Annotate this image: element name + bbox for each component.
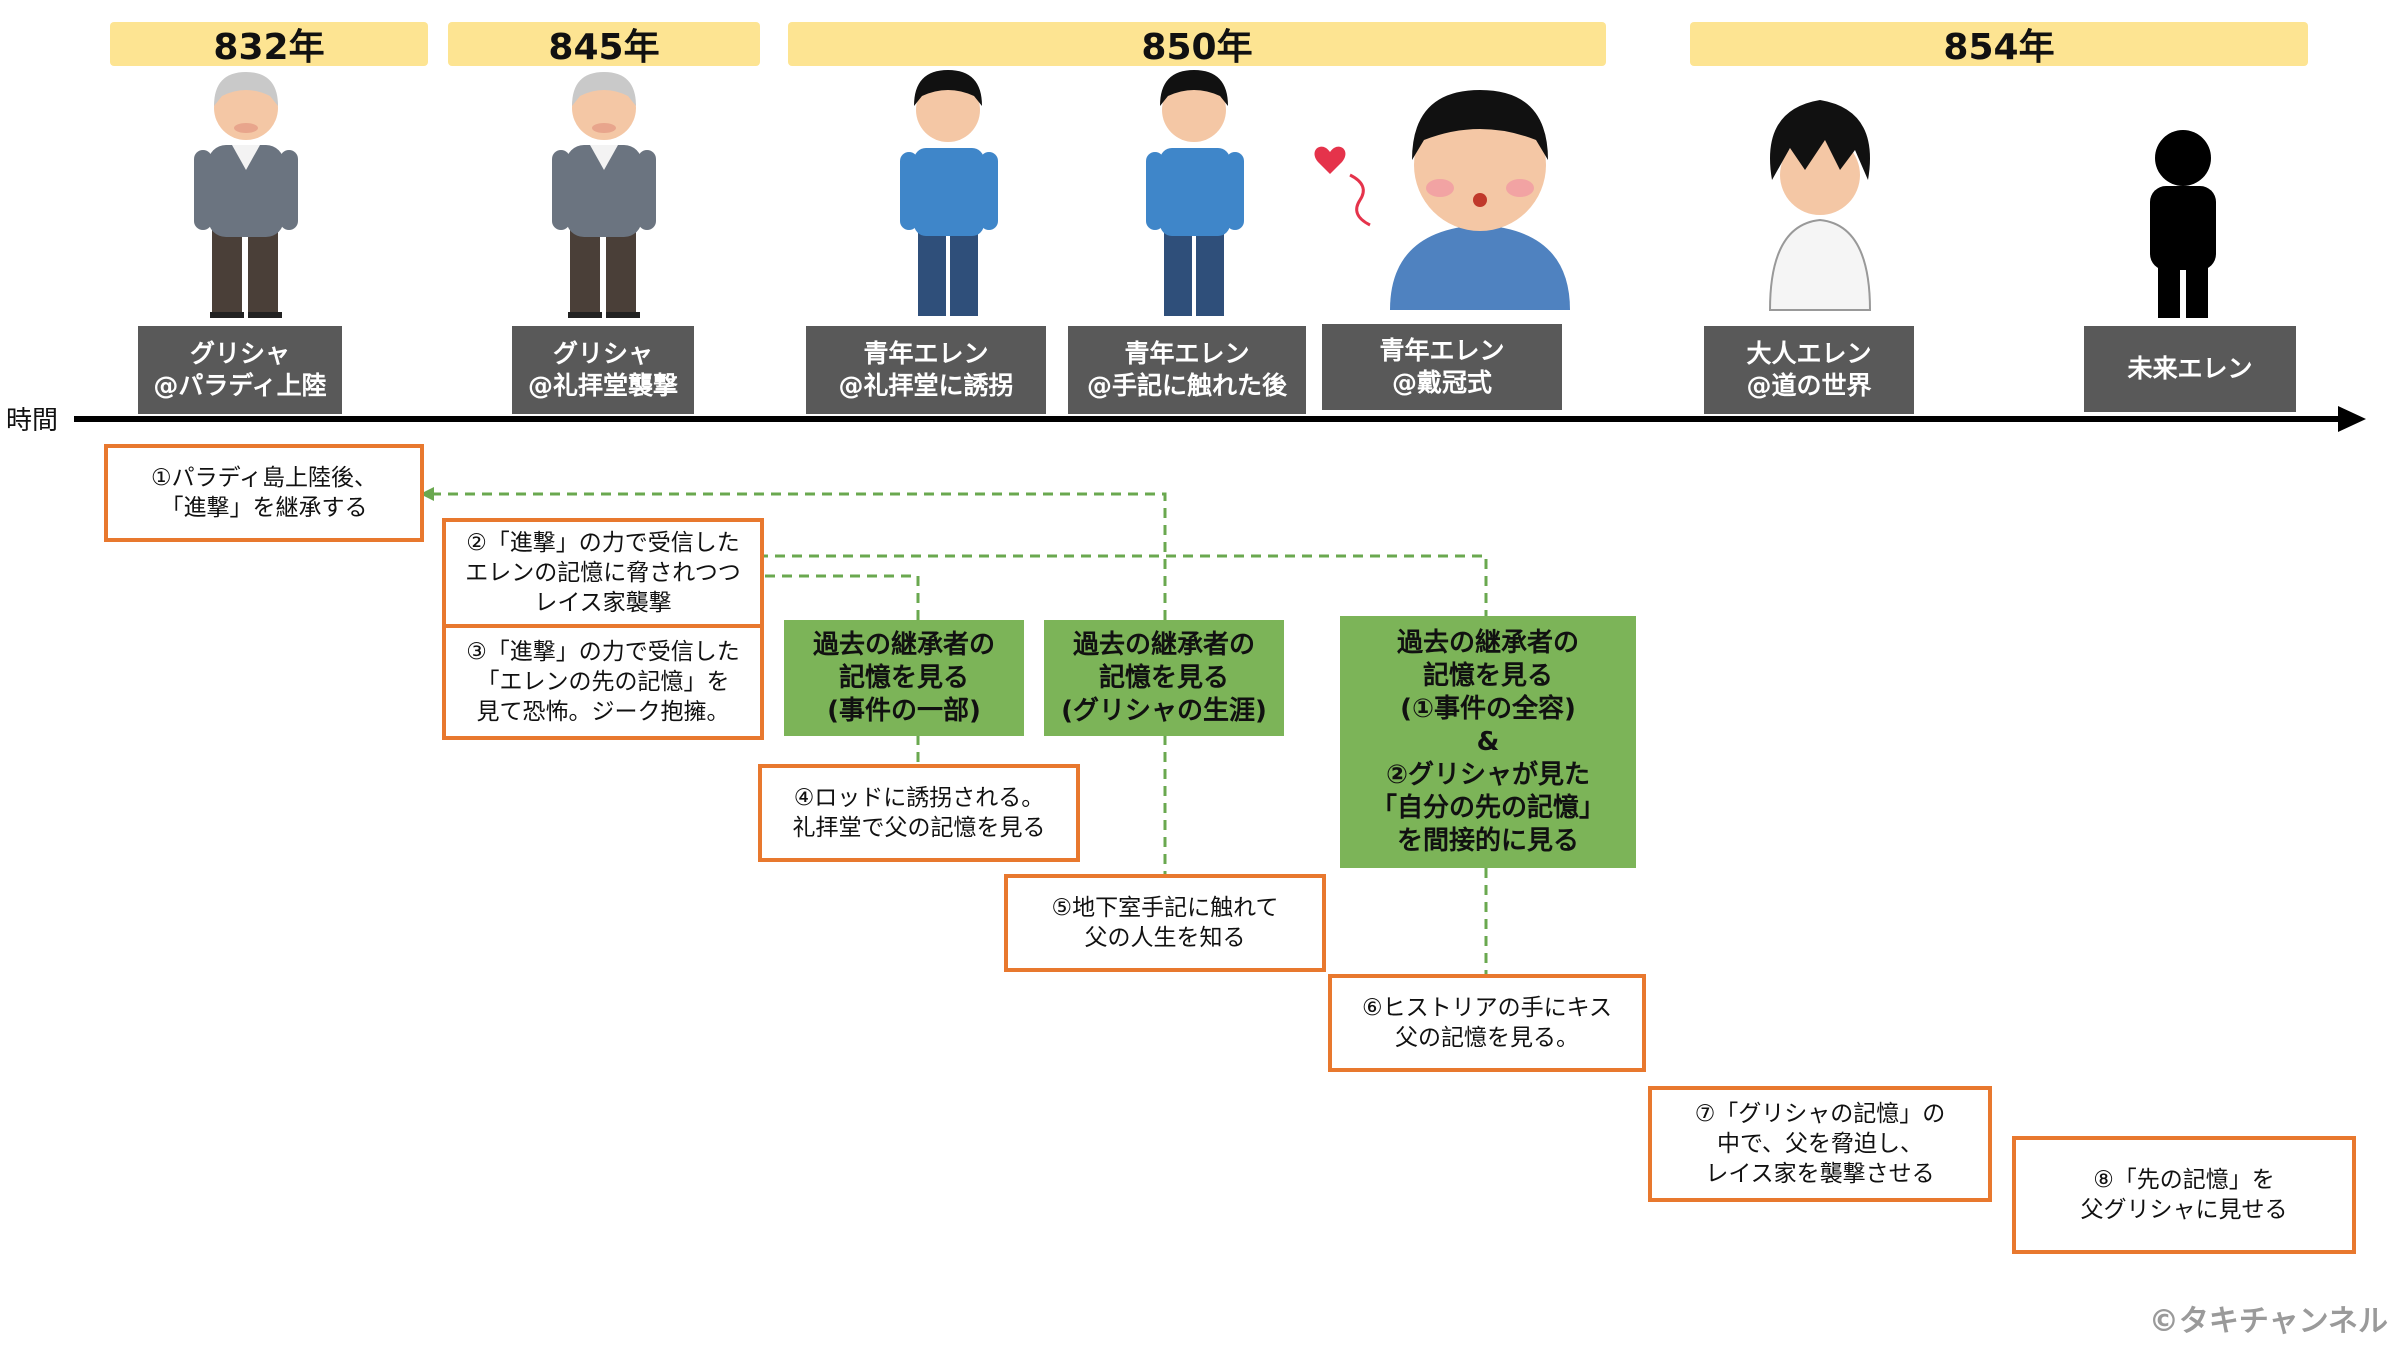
year-854: 854年 — [1690, 22, 2308, 68]
event-box-6: ⑥ヒストリアの手にキス父の記憶を見る。 — [1328, 974, 1646, 1072]
label-eren-notes: 青年エレン@手記に触れた後 — [1068, 326, 1306, 414]
kissing-eren-figure — [1314, 90, 1570, 310]
label-grisha-chapel: グリシャ@礼拝堂襲撃 — [512, 326, 694, 414]
label-grisha-paradis: グリシャ@パラディ上陸 — [138, 326, 342, 414]
young-eren-figure-2 — [1146, 70, 1244, 316]
memory-box-3: 過去の継承者の記憶を見る(①事件の全容) &②グリシャが見た「自分の先の記憶」 … — [1340, 616, 1636, 868]
label-eren-adult: 大人エレン@道の世界 — [1704, 326, 1914, 414]
connector-crown-to-e2 — [760, 554, 1488, 620]
year-832: 832年 — [110, 22, 428, 68]
time-axis-label: 時間 — [6, 406, 59, 436]
connector-notes-to-e1 — [432, 492, 1167, 620]
grisha-old-figure-2 — [552, 72, 656, 318]
event-box-3: ③「進撃」の力で受信した「エレンの先の記憶」を見て恐怖。ジーク抱擁。 — [442, 624, 764, 740]
event-box-7: ⑦「グリシャの記憶」の中で、父を脅迫し、レイス家を襲撃させる — [1648, 1086, 1992, 1202]
event-box-5: ⑤地下室手記に触れて父の人生を知る — [1004, 874, 1326, 972]
adult-eren-figure — [1768, 100, 1872, 311]
future-eren-silhouette — [2150, 130, 2216, 318]
time-axis-arrowhead — [2338, 406, 2366, 432]
year-845: 845年 — [448, 22, 760, 68]
label-eren-crown: 青年エレン@戴冠式 — [1322, 324, 1562, 410]
event-box-8: ⑧「先の記憶」を父グリシャに見せる — [2012, 1136, 2356, 1254]
memory-box-2: 過去の継承者の記憶を見る(グリシャの生涯) — [1044, 620, 1284, 736]
label-eren-abducted: 青年エレン@礼拝堂に誘拐 — [806, 326, 1046, 414]
connector-abducted-to-e2 — [760, 574, 920, 620]
young-eren-figure-1 — [900, 70, 998, 316]
grisha-old-figure-1 — [194, 72, 298, 318]
event-box-4: ④ロッドに誘拐される。礼拝堂で父の記憶を見る — [758, 764, 1080, 862]
year-850: 850年 — [788, 22, 1606, 68]
heart-icon — [1314, 146, 1346, 174]
event-box-2: ②「進撃」の力で受信したエレンの記憶に脅されつつレイス家襲撃 — [442, 518, 764, 628]
copyright-text: ©タキチャンネル — [2148, 1304, 2388, 1339]
event-box-1: ①パラディ島上陸後、「進撃」を継承する — [104, 444, 424, 542]
arrowhead-e1 — [420, 487, 434, 501]
memory-connectors — [432, 492, 1488, 974]
memory-box-1: 過去の継承者の記憶を見る(事件の一部) — [784, 620, 1024, 736]
label-eren-future: 未来エレン — [2084, 326, 2296, 412]
